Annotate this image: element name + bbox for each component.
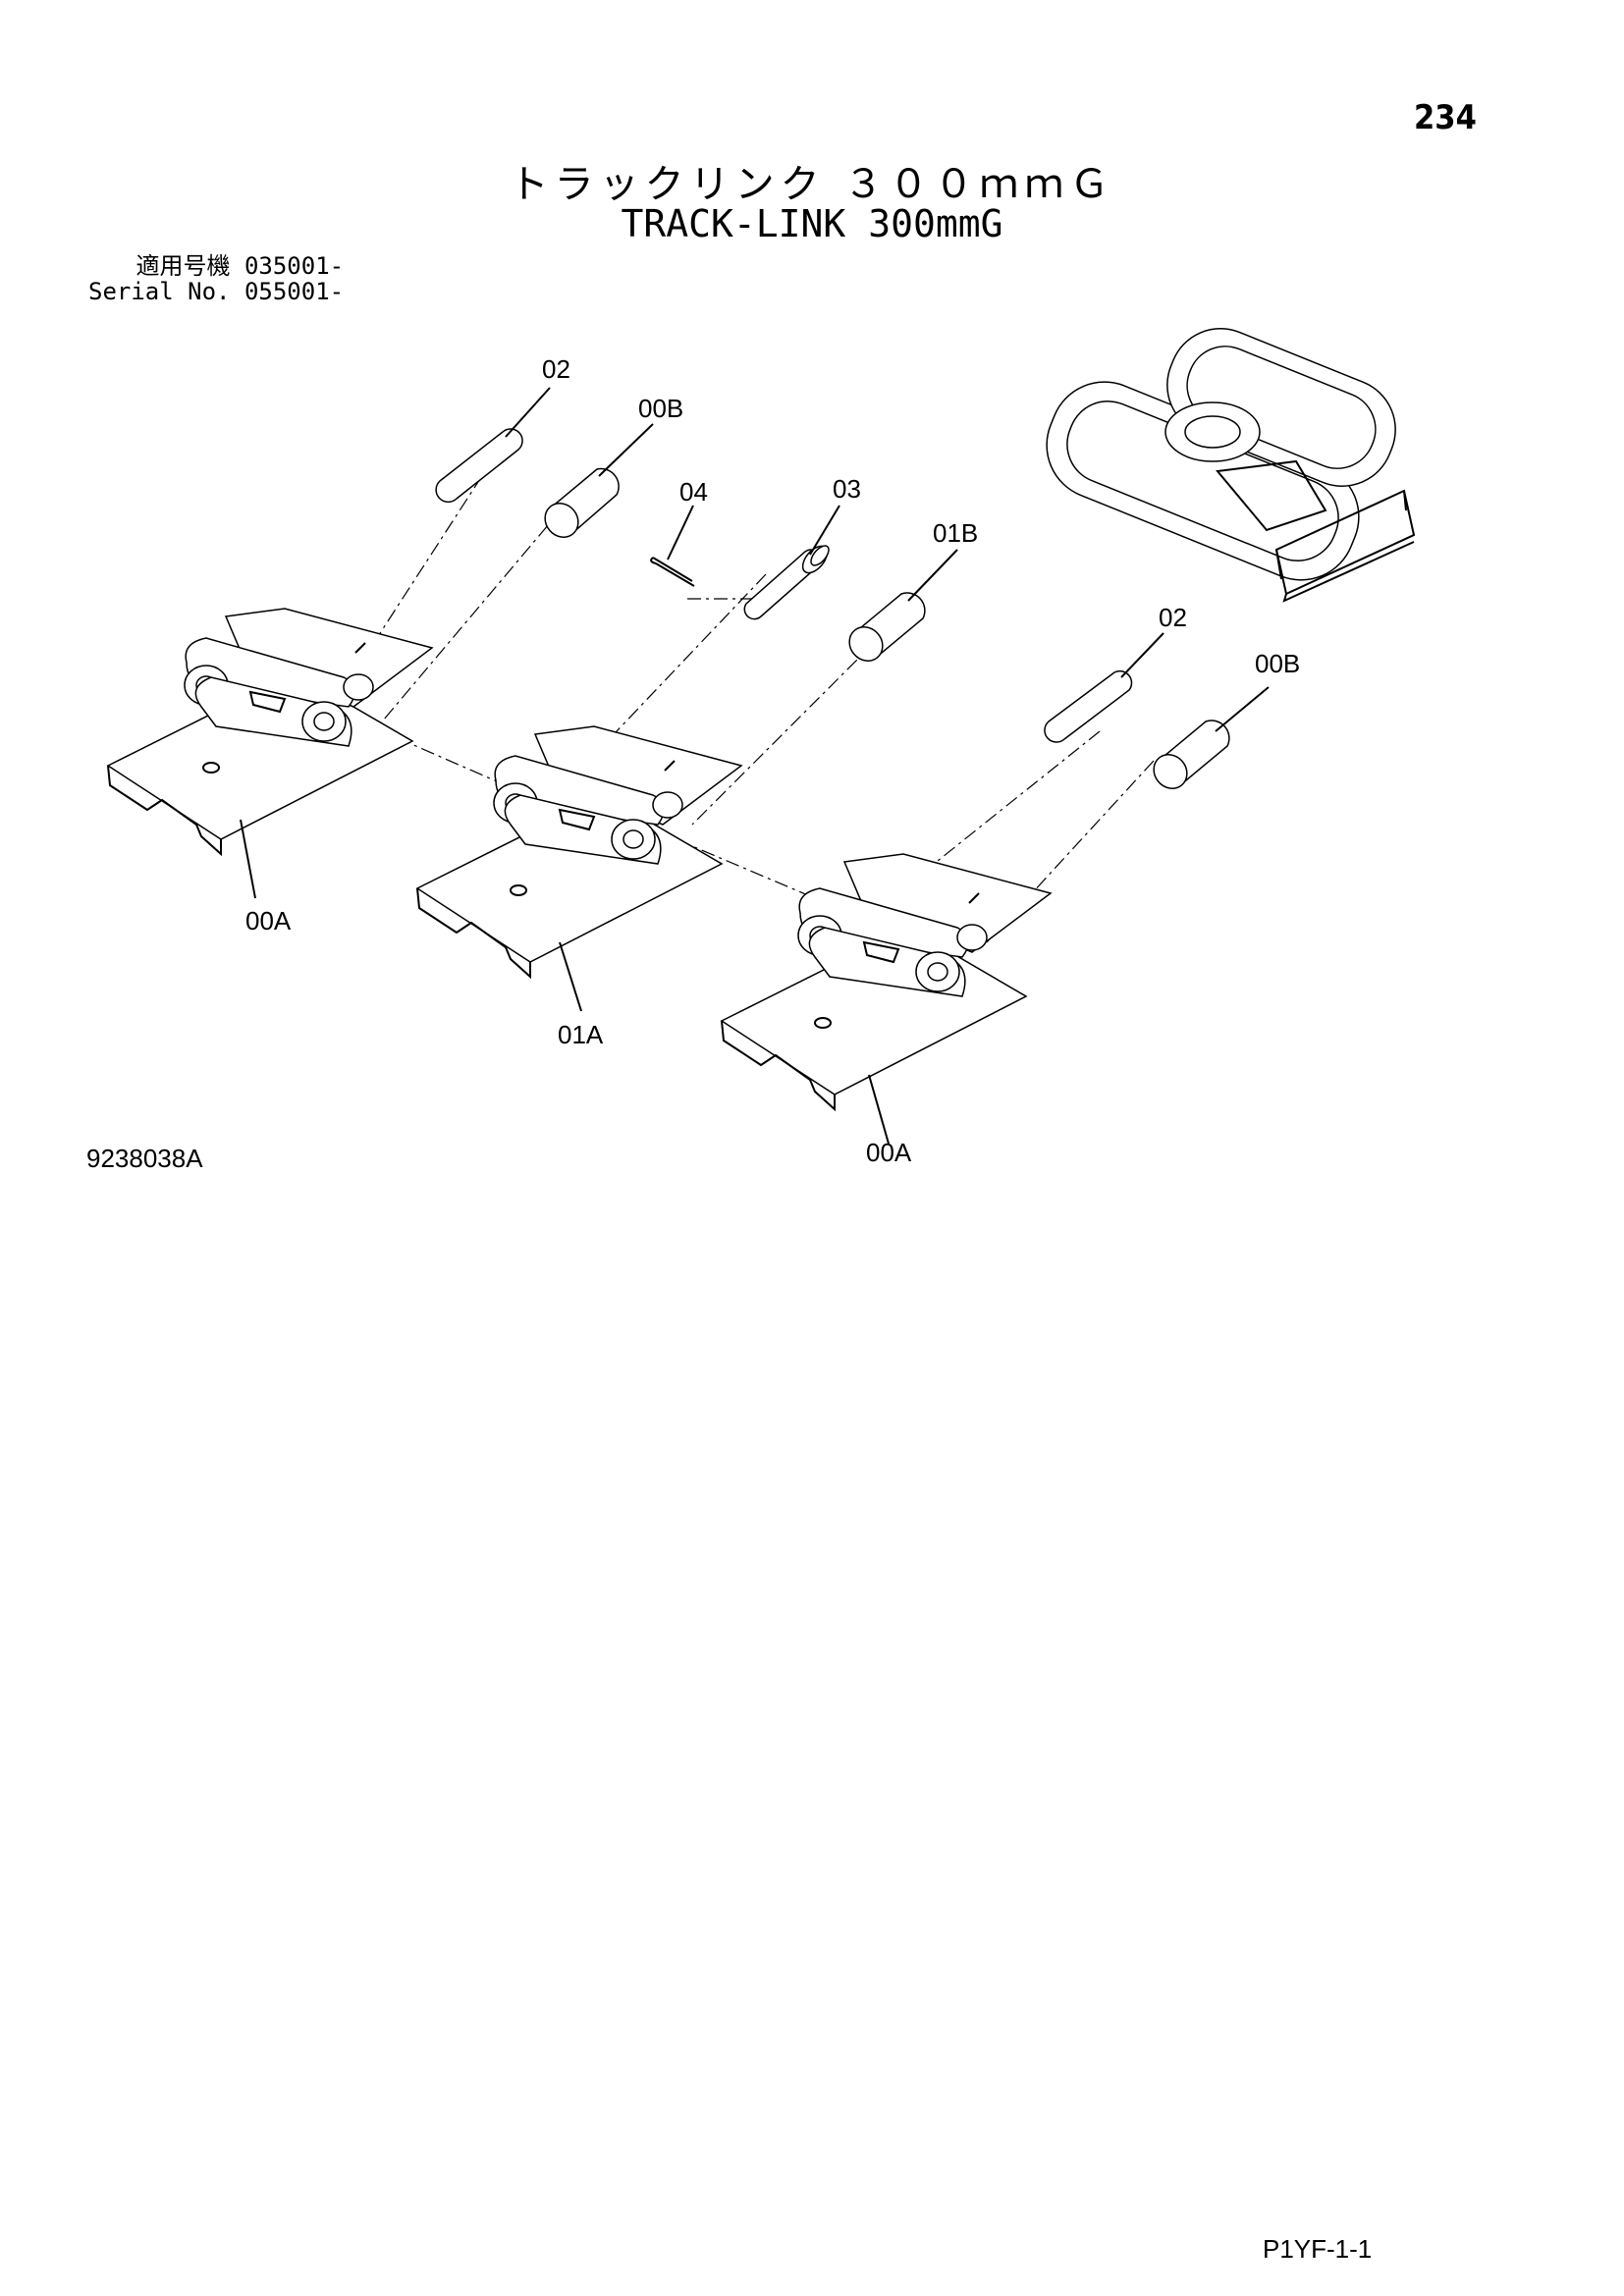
applicability-serial: Serial No. 055001- [88, 278, 345, 305]
callout-04: 04 [679, 477, 708, 507]
callout-00A-bottom: 00A [866, 1138, 912, 1167]
undercarriage-inset-illustration [1046, 327, 1416, 603]
callout-03: 03 [833, 474, 861, 504]
callout-01A: 01A [558, 1020, 604, 1049]
callout-00A-left: 00A [245, 906, 292, 935]
pin-02-top [435, 428, 523, 504]
master-pin-03 [743, 545, 830, 620]
callout-01B: 01B [933, 518, 978, 548]
sheet-code: P1YF-1-1 [1263, 2234, 1373, 2264]
track-link-00A-left [106, 608, 434, 857]
bushing-00B-top [544, 467, 620, 538]
callout-02-right: 02 [1159, 603, 1187, 632]
page-number: 234 [1414, 98, 1477, 137]
track-link-00A-right [720, 853, 1053, 1112]
bushing-01B [848, 592, 926, 662]
pin-02-right [1044, 669, 1133, 743]
title-english: TRACK-LINK 300mmG [621, 202, 1003, 245]
applicability-block: 適用号機 035001- Serial No. 055001- [88, 253, 344, 304]
callout-02-top: 02 [542, 354, 570, 384]
cotter-pin-04 [650, 557, 695, 587]
callout-00B-right: 00B [1255, 649, 1300, 678]
callout-00B-top: 00B [638, 394, 683, 423]
leader-lines [240, 387, 1270, 1145]
figure-code: 9238038A [86, 1144, 203, 1173]
track-link-01A-center [415, 725, 743, 980]
bushing-00B-right [1153, 720, 1230, 789]
applicability-jp: 適用号機 035001- [135, 252, 345, 280]
title-japanese: トラックリンク ３００ｍｍＧ [509, 162, 1115, 207]
